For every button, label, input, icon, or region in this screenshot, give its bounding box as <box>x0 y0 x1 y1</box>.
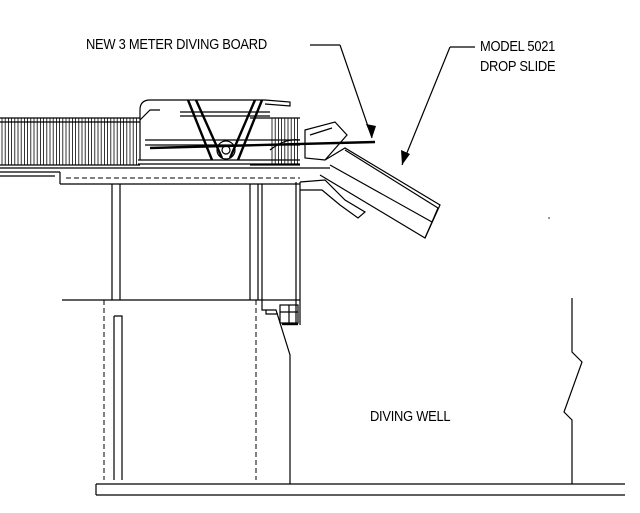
pool-wall <box>261 300 299 484</box>
slide-label-line1: MODEL 5021 <box>480 38 556 55</box>
deck-railing <box>0 117 300 166</box>
foundation <box>103 300 257 480</box>
diving-board-label: NEW 3 METER DIVING BOARD <box>86 36 267 53</box>
drop-slide <box>295 121 441 325</box>
diving-board-plank <box>149 139 376 151</box>
slide-label-line2: DROP SLIDE <box>480 58 556 75</box>
deck-slab <box>0 167 330 185</box>
break-line <box>563 298 583 484</box>
pool-floor <box>95 483 625 496</box>
support-columns <box>111 184 263 300</box>
diving-well-label: DIVING WELL <box>370 408 451 425</box>
leader-lines <box>310 44 475 166</box>
diving-board-stand <box>138 99 300 165</box>
